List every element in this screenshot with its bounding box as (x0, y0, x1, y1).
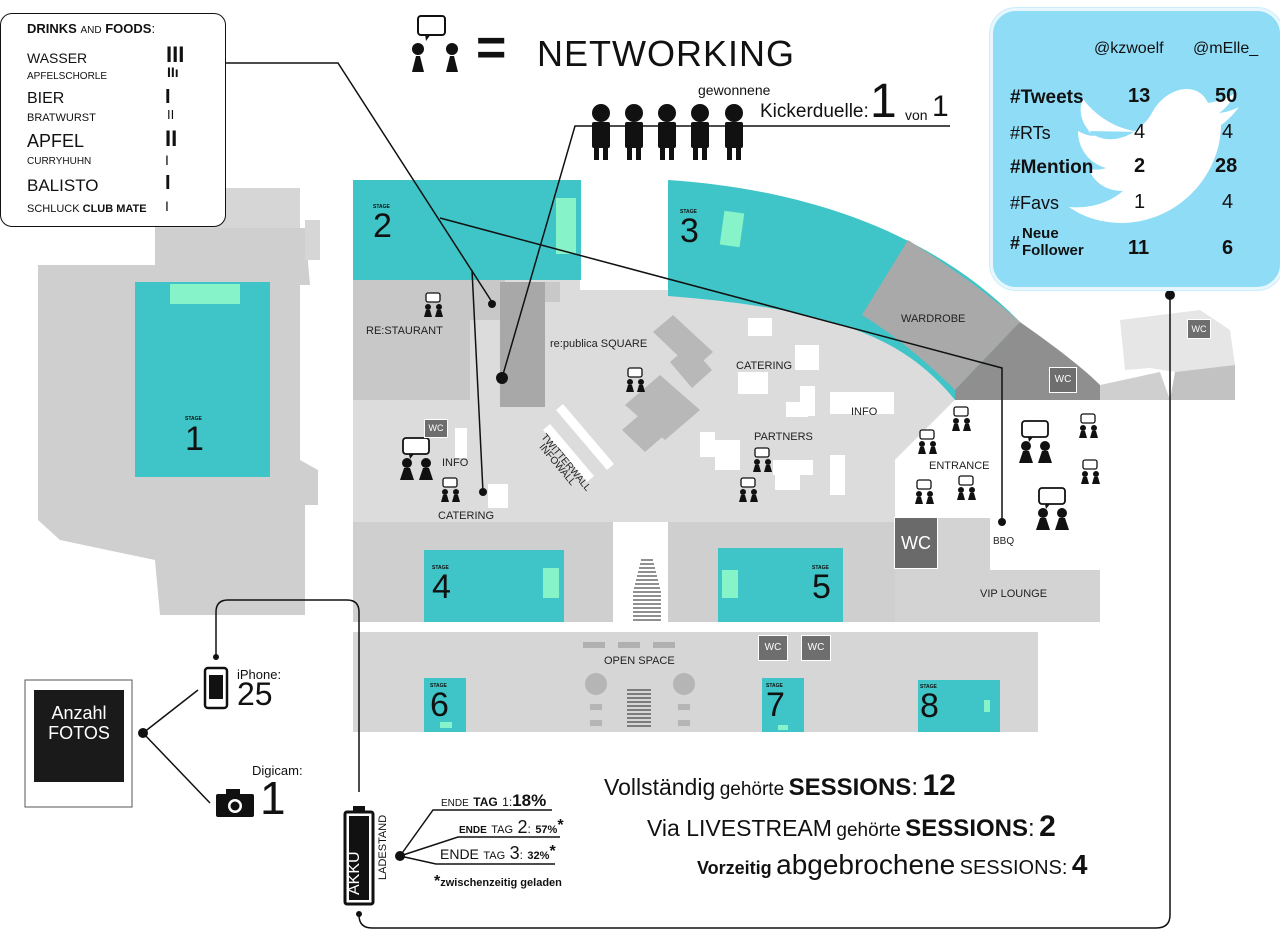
battery-akku-label: AKKU (346, 851, 363, 895)
drinks-foods-box: DRINKS AND FOODS: WASSER III APFELSCHORL… (0, 13, 226, 227)
label-vip-lounge: VIP LOUNGE (980, 588, 1048, 600)
kicker-line2: Kickerduelle: (760, 101, 869, 122)
wc-marker: WC (894, 517, 938, 569)
drink-tally-apfelschorle: IIı (167, 64, 179, 80)
twitter-row-label: #Tweets (1010, 87, 1084, 108)
battery-day-2: ENDE TAG 2: 57%* (459, 817, 564, 837)
drink-tally-club-mate: I (165, 198, 169, 214)
battery-ladestand-label: LADESTAND (377, 814, 389, 880)
wc-marker: WC (424, 419, 448, 438)
twitter-follower-line2: Follower (1022, 242, 1084, 259)
twitter-row-b: 4 (1222, 121, 1234, 143)
wc-marker: WC (801, 635, 831, 661)
photos-box-line2: FOTOS (48, 723, 110, 743)
digicam-count: 1 (260, 772, 286, 824)
sessions-complete: Vollständig gehörte SESSIONS: 12 (604, 769, 956, 802)
label-restaurant: RE:STAURANT (366, 325, 443, 337)
label-square: re:publica SQUARE (550, 338, 648, 350)
sessions-aborted: Vorzeitig abgebrochene SESSIONS: 4 (697, 849, 1088, 880)
twitter-row-b: 50 (1215, 85, 1238, 107)
twitter-row-label: #Mention (1010, 157, 1094, 178)
drink-item-bratwurst: BRATWURST (27, 112, 96, 124)
battery-day-1: ENDE TAG 1:18% (441, 791, 547, 810)
twitter-row-a: 13 (1128, 85, 1151, 107)
drink-item-apfel: APFEL (27, 131, 85, 151)
wc-marker: WC (1187, 319, 1211, 339)
kicker-total: 1 (932, 90, 949, 123)
label-catering-2: CATERING (438, 510, 495, 522)
label-bbq: BBQ (993, 536, 1015, 547)
twitter-stats-panel: @kzwoelf @mElle_ #Tweets 13 50 #RTs 4 4 … (990, 8, 1280, 290)
drink-tally-bratwurst: II (167, 107, 175, 122)
drink-item-bier: BIER (27, 90, 65, 107)
drink-item-wasser: WASSER (27, 50, 88, 66)
iphone-label: iPhone: (237, 667, 282, 682)
twitter-row-b: 28 (1215, 155, 1238, 177)
battery-note: *zwischenzeitig geladen (434, 873, 562, 890)
label-open-space: OPEN SPACE (604, 655, 675, 667)
drink-tally-curryhuhn: I (165, 152, 169, 168)
twitter-row-a: 1 (1134, 191, 1146, 213)
kicker-line1: gewonnene (698, 82, 771, 98)
networking-label: NETWORKING (537, 33, 795, 74)
drinks-title: DRINKS AND FOODS: (27, 21, 156, 36)
twitter-follower-a: 11 (1128, 237, 1150, 259)
twitter-row-label: #RTs (1010, 123, 1051, 143)
kicker-of: von (905, 107, 928, 123)
sessions-livestream: Via LIVESTREAM gehörte SESSIONS: 2 (647, 810, 1056, 843)
twitter-bird-icon (1069, 89, 1239, 223)
label-partners: PARTNERS (754, 431, 813, 443)
drink-tally-wasser: III (166, 42, 185, 67)
iphone-count: 25 (237, 676, 273, 712)
wc-marker: WC (1049, 367, 1077, 393)
twitter-follower-line1: Neue (1022, 225, 1059, 242)
label-wardrobe: WARDROBE (901, 313, 966, 325)
drink-item-apfelschorle: APFELSCHORLE (27, 71, 108, 82)
drink-item-curryhuhn: CURRYHUHN (27, 156, 92, 167)
twitter-follower-hash: # (1010, 233, 1021, 253)
drink-tally-balisto: I (165, 172, 171, 194)
photos-box-line1: Anzahl (51, 703, 107, 723)
label-catering-1: CATERING (736, 360, 793, 372)
twitter-row-a: 2 (1134, 155, 1146, 177)
battery-day-3: ENDE TAG 3: 32%* (440, 843, 556, 863)
kicker-won: 1 (870, 75, 897, 128)
twitter-user-b: @mElle_ (1193, 40, 1259, 57)
twitter-user-a: @kzwoelf (1094, 40, 1164, 57)
label-info-1: INFO (851, 406, 878, 418)
label-info-2: INFO (442, 457, 469, 469)
wc-marker: WC (758, 635, 788, 661)
networking-equals: = (476, 19, 507, 77)
digicam-label: Digicam: (252, 763, 303, 778)
twitter-row-a: 4 (1134, 121, 1146, 143)
twitter-row-label: #Favs (1010, 193, 1060, 213)
drink-item-club-mate: SCHLUCK CLUB MATE (27, 203, 147, 215)
twitter-follower-b: 6 (1222, 237, 1234, 259)
drink-item-balisto: BALISTO (27, 176, 99, 195)
drink-tally-apfel: II (165, 126, 178, 151)
label-entrance: ENTRANCE (929, 460, 990, 472)
drink-tally-bier: I (165, 86, 171, 108)
twitter-row-b: 4 (1222, 191, 1234, 213)
